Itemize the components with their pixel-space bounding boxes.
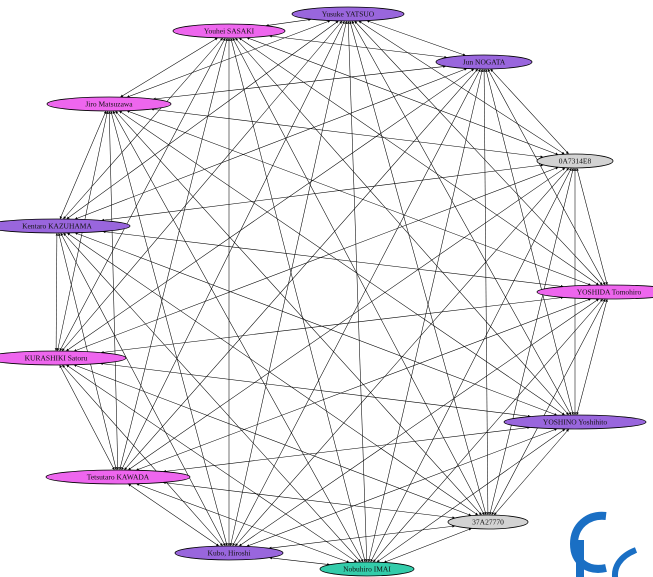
- edge-n6-n7: [100, 296, 564, 354]
- edge-n0-n5: [66, 20, 339, 220]
- node-label: Kentaro KAZUHAMA: [22, 222, 92, 231]
- node-ellipse: [45, 469, 191, 485]
- edge-n10-n11: [268, 524, 456, 550]
- edge-n8-n12: [376, 428, 566, 563]
- graph-node: KURASHIKI Satoru: [0, 350, 127, 366]
- edge-n5-n12: [63, 232, 361, 563]
- edge-n2-n8: [485, 68, 574, 416]
- node-label: 37A27770: [472, 518, 504, 527]
- graph-node: Kentaro KAZUHAMA: [0, 218, 131, 234]
- node-ellipse: [0, 218, 131, 234]
- edge-n2-n10: [482, 68, 490, 516]
- edge-n5-n11: [60, 232, 226, 547]
- node-ellipse: [46, 96, 172, 112]
- graph-node: Yusuke YATSUO: [291, 6, 405, 22]
- edge-n4-n10: [489, 167, 574, 516]
- edge-n9-n12: [136, 483, 350, 563]
- node-ellipse: [291, 6, 405, 22]
- node-label: Yusuke YATSUO: [322, 10, 375, 19]
- edge-n7-n10: [73, 364, 472, 516]
- edge-n4-n5: [101, 163, 544, 222]
- debian-logo-icon: [569, 511, 638, 577]
- node-ellipse: [536, 284, 653, 300]
- edge-n7-n12: [66, 364, 358, 563]
- edge-n2-n4: [490, 68, 569, 155]
- node-ellipse: [0, 350, 127, 366]
- node-ellipse: [536, 153, 614, 169]
- node-label: Nobuhiro IMAI: [343, 565, 391, 574]
- graph-node: Jiro Matsuzawa: [46, 96, 172, 112]
- edge-n10-n12: [383, 528, 472, 563]
- edge-n0-n9: [121, 20, 345, 471]
- edge-n3-n8: [118, 110, 565, 416]
- node-ellipse: [503, 414, 647, 430]
- node-ellipse: [435, 54, 533, 70]
- edge-n0-n2: [366, 20, 466, 56]
- graph-node: Kubo, Hiroshi: [174, 545, 284, 561]
- edge-n9-n11: [127, 483, 220, 547]
- graph-node: Youhei SASAKI: [172, 23, 286, 39]
- node-ellipse: [319, 561, 415, 577]
- edge-n9-n10: [162, 481, 456, 520]
- edge-n1-n12: [230, 37, 366, 563]
- edge-n11-n12: [269, 556, 330, 566]
- graph-node: Nobuhiro IMAI: [319, 561, 415, 577]
- graph-node: 37A27770: [447, 514, 529, 530]
- node-ellipse: [172, 23, 286, 39]
- node-label: KURASHIKI Satoru: [25, 354, 88, 363]
- edge-n7-n9: [59, 364, 115, 471]
- node-label: Jun NOGATA: [463, 58, 506, 67]
- edge-n3-n10: [115, 110, 482, 516]
- node-layer: Yusuke YATSUO Youhei SASAKI Jun NOGATA Jiro…: [0, 6, 653, 577]
- node-label: YOSHIDA Tomohiro: [577, 288, 642, 297]
- node-label: Tetsutaro KAWADA: [87, 473, 150, 482]
- edge-n1-n3: [120, 37, 218, 98]
- edge-n0-n7: [61, 20, 343, 352]
- edge-n1-n5: [62, 37, 224, 220]
- node-label: YOSHINO Yoshihito: [543, 418, 607, 427]
- edge-n2-n11: [232, 68, 481, 547]
- node-ellipse: [174, 545, 284, 561]
- node-label: Kubo, Hiroshi: [208, 549, 251, 558]
- edge-n3-n5: [59, 110, 107, 220]
- edge-n8-n9: [163, 426, 531, 473]
- node-label: Youhei SASAKI: [204, 27, 255, 36]
- edge-layer: [54, 18, 608, 566]
- edge-n5-n6: [102, 230, 564, 288]
- edge-n7-n11: [61, 364, 224, 547]
- edge-n2-n6: [487, 68, 606, 286]
- edge-n0-n12: [346, 20, 369, 563]
- graph-node: YOSHIDA Tomohiro: [536, 284, 653, 300]
- edge-n1-n2: [269, 34, 448, 59]
- node-label: 0A7314E8: [559, 157, 592, 166]
- edge-n0-n1: [265, 18, 312, 27]
- edge-n0-n8: [351, 20, 572, 416]
- edge-n6-n8: [576, 298, 608, 416]
- edge-n6-n9: [135, 298, 592, 471]
- graph-node: Tetsutaro KAWADA: [45, 469, 191, 485]
- graph-node: 0A7314E8: [536, 153, 614, 169]
- edge-n1-n4: [246, 37, 559, 156]
- edge-n5-n7: [54, 232, 59, 352]
- node-ellipse: [447, 514, 529, 530]
- edge-n3-n9: [107, 110, 120, 471]
- graph-node: YOSHINO Yoshihito: [503, 414, 647, 430]
- graph-node: Jun NOGATA: [435, 54, 533, 70]
- edge-n8-n10: [493, 428, 570, 516]
- edge-n4-n6: [576, 167, 608, 286]
- node-label: Jiro Matsuzawa: [85, 100, 133, 109]
